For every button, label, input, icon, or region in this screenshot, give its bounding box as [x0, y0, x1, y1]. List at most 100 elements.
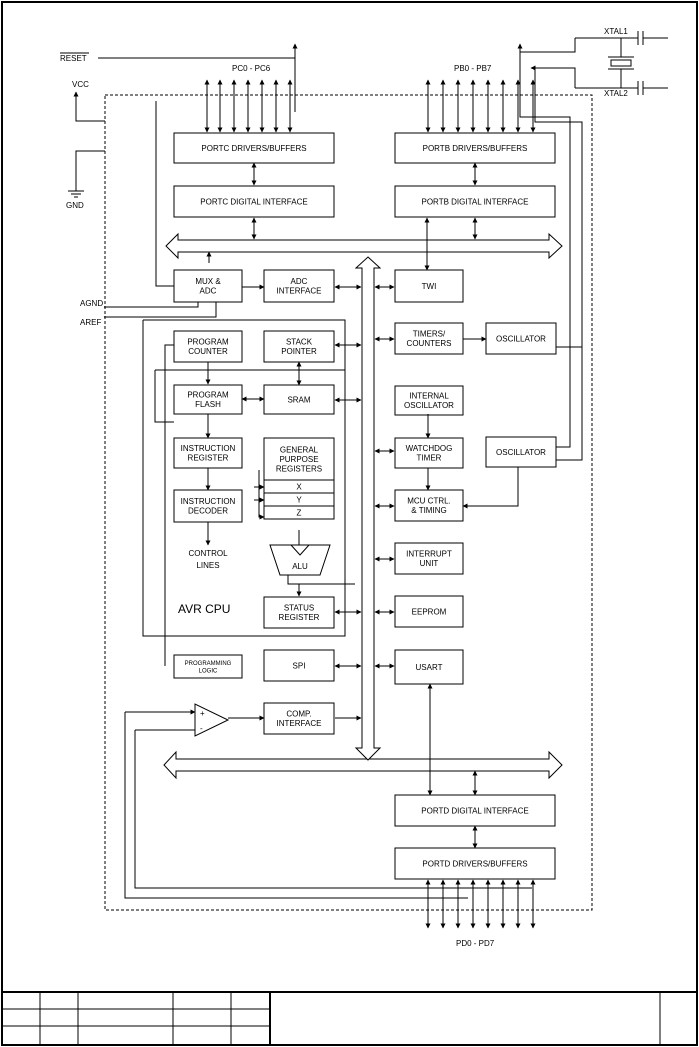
mux-adc-block: MUX &ADC	[173, 269, 243, 303]
watchdog-timer-label: WATCHDOG	[406, 444, 453, 453]
reg-y-label: Y	[296, 495, 302, 504]
pc-pin-arrows	[204, 79, 293, 133]
chip-boundary	[104, 94, 593, 911]
twi-label: TWI	[422, 282, 437, 291]
portc-drivers-label: PORTC DRIVERS/BUFFERS	[201, 144, 306, 153]
mcu-ctrl-label: & TIMING	[411, 506, 446, 515]
instruction-decoder-label: INSTRUCTION	[181, 497, 236, 506]
sram-label: SRAM	[287, 395, 310, 404]
internal-oscillator-label: INTERNAL	[409, 392, 449, 401]
instruction-register-label: INSTRUCTION	[181, 444, 236, 453]
oscillator-2-label: OSCILLATOR	[496, 448, 546, 457]
eeprom-label: EEPROM	[412, 607, 447, 616]
pb-pin-arrows	[425, 79, 536, 133]
control-lines-label-2: LINES	[196, 561, 219, 570]
xtal1-label: XTAL1	[604, 27, 628, 36]
portc-digital-block: PORTC DIGITAL INTERFACE	[173, 185, 335, 218]
mux-adc-label: MUX &	[195, 277, 221, 286]
general-purpose-registers-label: PURPOSE	[279, 455, 318, 464]
twi-block: TWI	[394, 269, 464, 303]
internal-oscillator-label: OSCILLATOR	[404, 401, 454, 410]
portb-digital-block: PORTB DIGITAL INTERFACE	[394, 185, 556, 218]
program-flash-label: FLASH	[195, 400, 221, 409]
status-register-label: REGISTER	[279, 613, 320, 622]
pd-pins-label: PD0 - PD7	[456, 939, 495, 948]
upper-data-bus	[165, 232, 563, 260]
timers-counters-label: TIMERS/	[413, 330, 446, 339]
stack-pointer-label: STACK	[286, 338, 313, 347]
status-register-label: STATUS	[284, 604, 314, 613]
comparator-symbol	[194, 703, 230, 737]
portb-digital-label: PORTB DIGITAL INTERFACE	[422, 197, 529, 206]
portc-digital-label: PORTC DIGITAL INTERFACE	[200, 197, 307, 206]
alu-label: ALU	[292, 562, 308, 571]
portd-drivers-block: PORTD DRIVERS/BUFFERS	[394, 847, 556, 880]
instruction-decoder-label: DECODER	[188, 507, 228, 516]
eeprom-block: EEPROM	[394, 595, 464, 628]
stack-pointer-label: POINTER	[281, 347, 317, 356]
pd-pin-arrows	[425, 879, 536, 929]
mcu-ctrl-label: MCU CTRL.	[407, 497, 451, 506]
gnd-symbol	[68, 190, 84, 198]
general-purpose-registers-label: GENERAL	[280, 445, 319, 454]
portc-drivers-block: PORTC DRIVERS/BUFFERS	[173, 132, 335, 164]
spi-block: SPI	[263, 649, 335, 682]
comp-interface-block: COMP.INTERFACE	[263, 702, 335, 735]
usart-block: USART	[394, 649, 464, 685]
comparator-minus: -	[200, 724, 203, 733]
portd-drivers-label: PORTD DRIVERS/BUFFERS	[422, 859, 527, 868]
sram-block: SRAM	[263, 384, 335, 415]
reg-x-label: X	[296, 482, 302, 491]
functional-blocks: PORTC DRIVERS/BUFFERS PORTC DIGITAL INTER…	[173, 132, 557, 880]
mux-adc-label: ADC	[200, 287, 217, 296]
crystal-symbol	[520, 31, 668, 95]
programming-logic-label: PROGRAMMING	[185, 661, 232, 667]
control-lines-label: CONTROL	[188, 549, 228, 558]
lower-data-bus	[163, 750, 563, 780]
adc-interface-label: ADC	[291, 277, 308, 286]
general-purpose-registers-label: REGISTERS	[276, 464, 322, 473]
watchdog-timer-label: TIMER	[417, 454, 442, 463]
agnd-label: AGND	[80, 299, 103, 308]
timers-counters-label: COUNTERS	[407, 339, 452, 348]
spi-label: SPI	[293, 661, 306, 670]
timers-counters-block: TIMERS/COUNTERS	[394, 322, 464, 355]
connectors	[124, 101, 532, 899]
interrupt-unit-label: UNIT	[420, 559, 439, 568]
oscillator-2-block: OSCILLATOR	[485, 436, 557, 468]
gnd-label: GND	[66, 201, 84, 210]
portd-digital-block: PORTD DIGITAL INTERFACE	[394, 794, 556, 827]
portd-digital-label: PORTD DIGITAL INTERFACE	[421, 806, 528, 815]
pb-pins-label: PB0 - PB7	[454, 64, 492, 73]
instruction-register-label: REGISTER	[188, 454, 229, 463]
program-counter-label: PROGRAM	[187, 338, 229, 347]
vcc-label: VCC	[72, 80, 89, 89]
xtal2-label: XTAL2	[604, 89, 628, 98]
reg-x-block: X	[263, 479, 335, 494]
alu-shape	[269, 544, 331, 576]
title-block	[2, 991, 697, 1045]
adc-interface-label: INTERFACE	[277, 287, 322, 296]
usart-label: USART	[416, 663, 443, 672]
cpu-boundary	[142, 319, 346, 637]
avr-cpu-label: AVR CPU	[178, 602, 230, 616]
mcu-ctrl-block: MCU CTRL.& TIMING	[394, 489, 464, 522]
portb-drivers-block: PORTB DRIVERS/BUFFERS	[394, 132, 556, 164]
portb-drivers-label: PORTB DRIVERS/BUFFERS	[423, 144, 528, 153]
aref-label: AREF	[80, 318, 101, 327]
pc-pins-label: PC0 - PC6	[232, 64, 271, 73]
